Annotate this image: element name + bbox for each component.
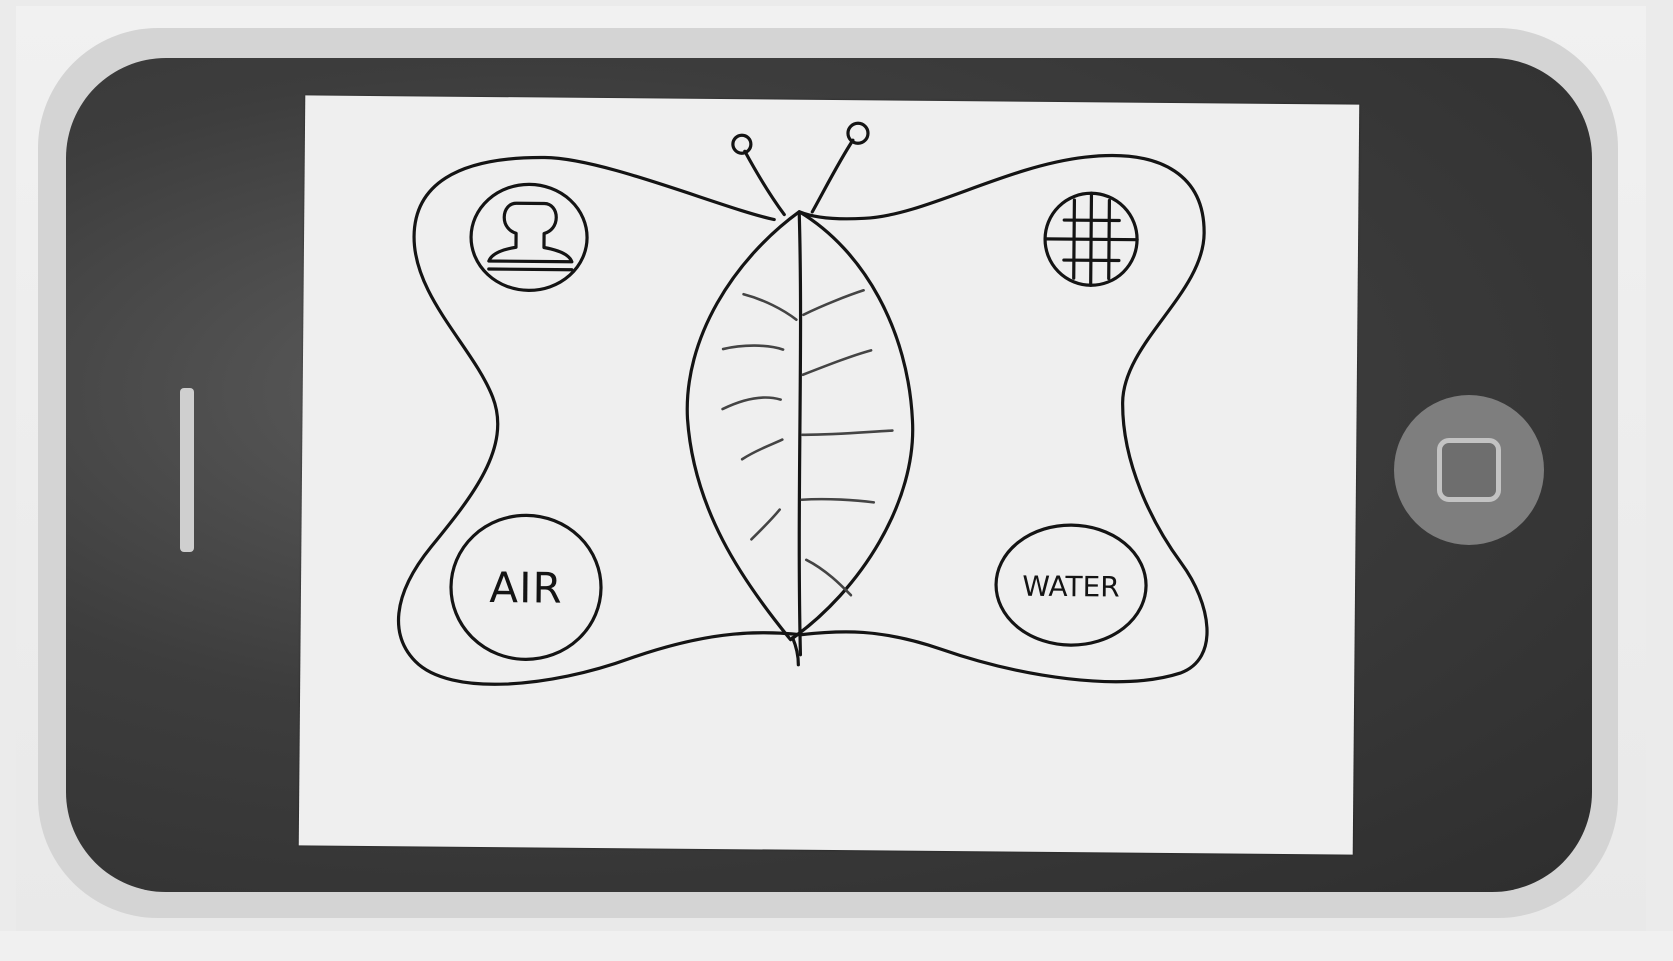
leaf-vein — [723, 345, 783, 349]
leaf-vein — [723, 397, 781, 409]
leaf-vein — [743, 294, 796, 319]
leaf-vein — [802, 499, 874, 502]
user-icon — [489, 203, 573, 270]
grid-globe-icon — [1045, 193, 1138, 286]
home-square-icon — [1437, 438, 1501, 502]
leaf-vein — [802, 430, 892, 436]
water-label: WATER — [1022, 570, 1120, 604]
right-antenna — [812, 140, 853, 212]
leaf-vein — [803, 290, 863, 316]
leaf-vein — [751, 509, 779, 539]
leaf-vein — [806, 560, 851, 595]
leaf-vein — [803, 350, 871, 376]
air-wing-button[interactable]: AIR — [450, 515, 601, 660]
phone-screen: AIR WATER — [299, 95, 1360, 854]
leaf-stem — [792, 638, 798, 665]
speaker-slot — [180, 388, 194, 552]
globe-wing-button[interactable] — [1045, 193, 1138, 286]
left-antenna — [744, 151, 785, 214]
leaf-vein — [742, 439, 782, 459]
butterfly-sketch: AIR WATER — [299, 95, 1360, 854]
profile-button-circle — [471, 184, 588, 291]
left-antenna-tip — [733, 135, 751, 153]
bottom-strip — [0, 931, 1673, 961]
air-label: AIR — [489, 563, 563, 613]
water-wing-button[interactable]: WATER — [996, 524, 1147, 645]
home-button[interactable] — [1394, 395, 1544, 545]
profile-wing-button[interactable] — [471, 184, 588, 291]
right-antenna-tip — [848, 123, 868, 143]
